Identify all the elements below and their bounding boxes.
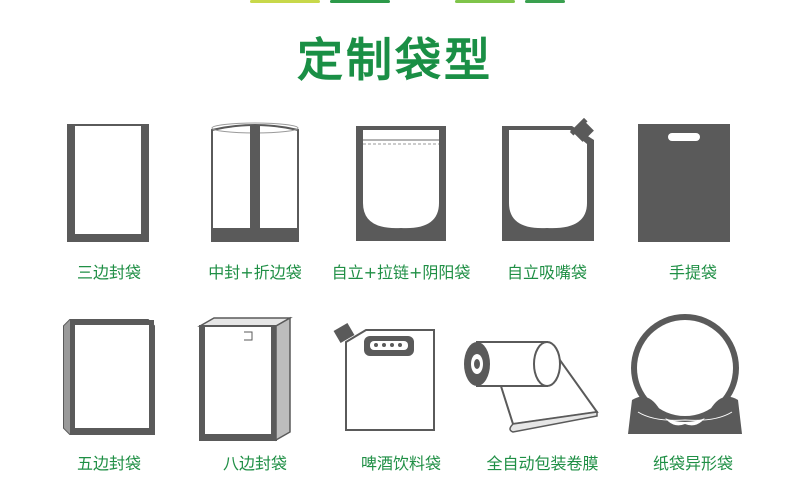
- spout-pouch-icon: [502, 118, 594, 241]
- center-seal-gusset-bag-icon: [211, 122, 299, 242]
- bag-label: 手提袋: [668, 263, 717, 282]
- bag-label: 八边封袋: [222, 454, 287, 473]
- bag-label: 纸袋异形袋: [652, 454, 733, 473]
- bag-label: 五边封袋: [76, 454, 141, 473]
- bag-label: 全自动包装卷膜: [486, 454, 599, 473]
- bag-label: 自立+拉链+阴阳袋: [331, 263, 471, 282]
- three-side-seal-bag-icon: [67, 124, 149, 242]
- roll-film-icon: [464, 341, 599, 433]
- stand-up-zipper-bag-icon: [356, 126, 446, 241]
- bag-label: 中封+折边袋: [208, 263, 302, 282]
- page-title: 定制袋型: [297, 33, 493, 87]
- bag-label: 三边封袋: [76, 263, 141, 282]
- top-decoration: [0, 0, 790, 8]
- bag-label: 自立吸嘴袋: [506, 263, 587, 282]
- shaped-bag-icon: [628, 314, 742, 434]
- bag-label: 啤酒饮料袋: [360, 454, 441, 473]
- eight-side-seal-bag-icon: [197, 316, 293, 442]
- beverage-bag-icon: [333, 322, 435, 431]
- five-side-seal-bag-icon: [63, 319, 155, 435]
- handle-bag-icon: [638, 124, 730, 242]
